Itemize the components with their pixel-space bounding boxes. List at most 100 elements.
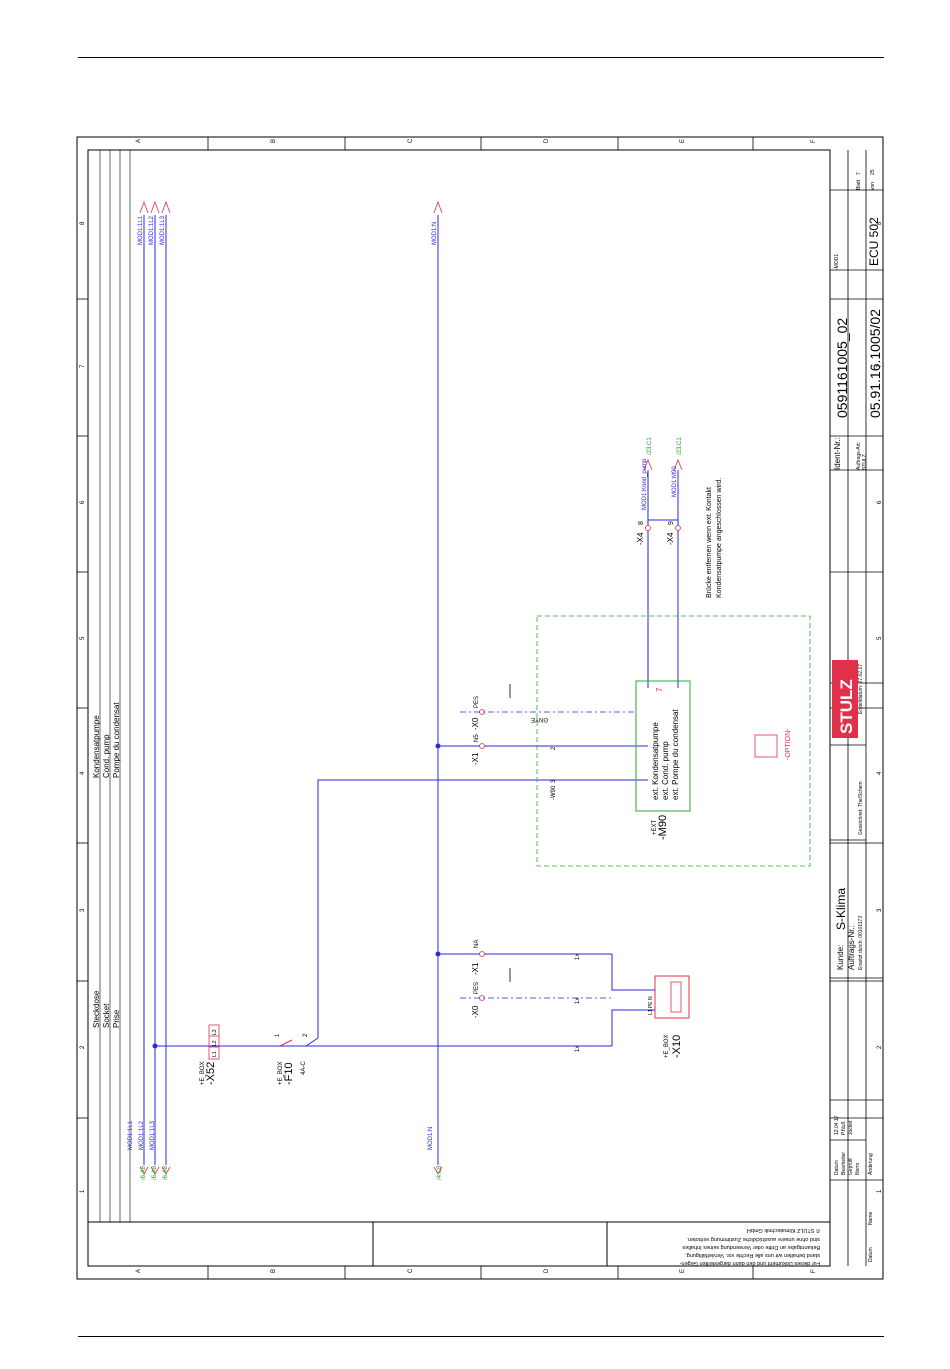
auftrags-art-label: Auftrags-Art:: [856, 442, 862, 470]
row-label: C: [408, 1268, 414, 1273]
column-label: 2: [877, 1045, 883, 1049]
column-label: 5: [80, 636, 86, 640]
logo-text: STULZ: [837, 679, 856, 734]
section-right-fr: Pompe du condensat: [112, 702, 121, 778]
legal-line-5: © STULZ Klimatechnik GmbH: [747, 1227, 820, 1234]
change-label: Änderung: [867, 1153, 874, 1175]
x1-x0-upper-group: -X1 N5 -X0 PES GNYE 2 3 -W90: [460, 684, 636, 800]
norm-label: Norm: [855, 1163, 861, 1175]
section-labels: Steckdose Socket Prise Kondensatpumpe Co…: [92, 702, 121, 1028]
grid-marks: [77, 137, 883, 1279]
m90-labels: ext. Kondensatpumpe ext. Cond. pump ext.…: [651, 687, 680, 840]
m90-de: ext. Kondensatpumpe: [651, 722, 660, 800]
c2-label: 2: [551, 746, 557, 750]
arrow-heads: [139, 200, 683, 1175]
x4-terminals: -X4 8 -X4 9 MOD1:Kond_pump MOD1:M90 /23.…: [636, 437, 723, 598]
drawing-number: 05.91.16.1005/02: [867, 309, 883, 418]
ref-l2: /6.A8: [152, 1165, 158, 1180]
x0-pe-lower-tag: -X0: [471, 1005, 480, 1018]
f10-location: +E_BOX: [278, 1061, 284, 1085]
titleblock-text: Erstelldatum: 27.02.17 Gezeichnet: The/S…: [834, 169, 876, 1262]
column-label: 8: [877, 221, 883, 225]
row-label: F: [811, 139, 817, 143]
row-label: D: [544, 138, 550, 143]
ersetzt-text: Ersetzt durch: 00101173: [858, 916, 864, 970]
column-label: 6: [877, 500, 883, 504]
n-bottom: MOD1:N: [428, 1127, 434, 1150]
date2-label: Datum: [868, 1247, 874, 1262]
m90-en: ext. Cond. pump: [661, 741, 670, 800]
auftrag-label: Auftrags-Nr.:: [847, 925, 856, 970]
column-label: 4: [877, 771, 883, 775]
section-left-fr: Prise: [112, 1009, 121, 1028]
f10-breaker: +E_BOX -F10 4A-C 1 2: [275, 1033, 319, 1085]
section-right-de: Kondensatpumpe: [92, 715, 101, 778]
z3-ref-1: /23.C1: [647, 437, 653, 455]
x1-n5-tag: -X1: [471, 752, 480, 765]
na-label: NA: [474, 940, 480, 948]
wiring: [143, 215, 679, 1165]
f10-rating: 4A-C: [301, 1061, 307, 1075]
stulz-logo: [832, 660, 858, 738]
kunde-label: Kunde:: [836, 945, 845, 970]
m90-box: [635, 680, 691, 812]
name-label: Name: [868, 1211, 874, 1225]
row-label: A: [136, 1269, 142, 1273]
kunde-value: S-Klima: [834, 888, 848, 930]
row-label: E: [680, 1269, 686, 1273]
f10-pin2: 2: [303, 1033, 309, 1037]
column-label: 4: [80, 771, 86, 775]
l3-top: MOD1:1L3: [160, 215, 166, 245]
c3-label: 3: [551, 779, 557, 783]
x4-8-term: 8: [638, 521, 645, 525]
column-label: 7: [877, 364, 883, 368]
drawn-value: P.Nuß: [841, 1121, 847, 1135]
note-line-2: Kondensatpumpe angeschlossen wird.: [716, 478, 723, 598]
logo-text-date: Erstelldatum: 27.02.17: [858, 664, 864, 714]
row-label: B: [271, 1269, 277, 1273]
m90-location: +EXT: [652, 819, 658, 835]
x52-term-l1: L1: [212, 1051, 218, 1057]
wire-3: 1x: [575, 1046, 581, 1052]
x52-tag: -X52: [205, 1062, 217, 1085]
column-label: 7: [80, 364, 86, 368]
column-label: 5: [877, 636, 883, 640]
legal-line-3: Bekanntgabe an Dritte oder Verwendung se…: [682, 1244, 820, 1250]
n5-label: N5: [474, 734, 480, 742]
column-label: 2: [80, 1045, 86, 1049]
von-label: von: [870, 182, 876, 190]
column-label: 6: [80, 500, 86, 504]
l3-bottom: MOD1:1L3: [150, 1120, 156, 1150]
column-label: 3: [80, 908, 86, 912]
column-label: 8: [80, 221, 86, 225]
legal-text: Für dieses Dokument und den darin darges…: [679, 1227, 820, 1266]
mod-text: -MOD1: [834, 254, 840, 270]
footer-rule: [78, 1336, 884, 1337]
checked-value: Jocket: [848, 1120, 854, 1135]
gezeichnet-text: Gezeichnet: The/Schem: [858, 781, 864, 835]
x4-8-tag: -X4: [636, 532, 645, 545]
row-label: D: [544, 1268, 550, 1273]
x10-location: +E_BOX: [664, 1034, 670, 1058]
w90-label: -W90: [551, 785, 557, 800]
junction-dots: [152, 743, 441, 1049]
l2-top: MOD1:1L2: [149, 215, 155, 245]
x52-location: +E_BOX: [200, 1061, 206, 1085]
f10-tag: -F10: [283, 1062, 295, 1085]
x10-socket: L1 PE N +E_BOX -X10: [628, 975, 690, 1058]
titleblock-big: Kunde: Auftrags-Nr.: Ident-Nr.:: [833, 437, 856, 970]
m90-contact: 7: [655, 687, 664, 692]
x4-9-tag: -X4: [666, 532, 675, 545]
ecu-label: ECU 502: [867, 217, 881, 266]
m90-fr: ext. Pompe du condensat: [671, 708, 680, 800]
x10-tag: -X10: [671, 1035, 683, 1058]
section-left-de: Steckdose: [92, 990, 101, 1028]
mod1-m90-label: MOD1:M90: [672, 466, 678, 497]
wire-1: 1x: [575, 954, 581, 960]
x1-na-tag: -X1: [471, 962, 480, 975]
blatt-value: 7: [856, 172, 862, 175]
potential-labels: MOD1:1L1 MOD1:1L2 MOD1:1L3 MOD1:N MOD1:1…: [128, 215, 443, 1180]
date-label: Datum: [834, 1160, 840, 1175]
ident-label: Ident-Nr.:: [833, 437, 842, 470]
